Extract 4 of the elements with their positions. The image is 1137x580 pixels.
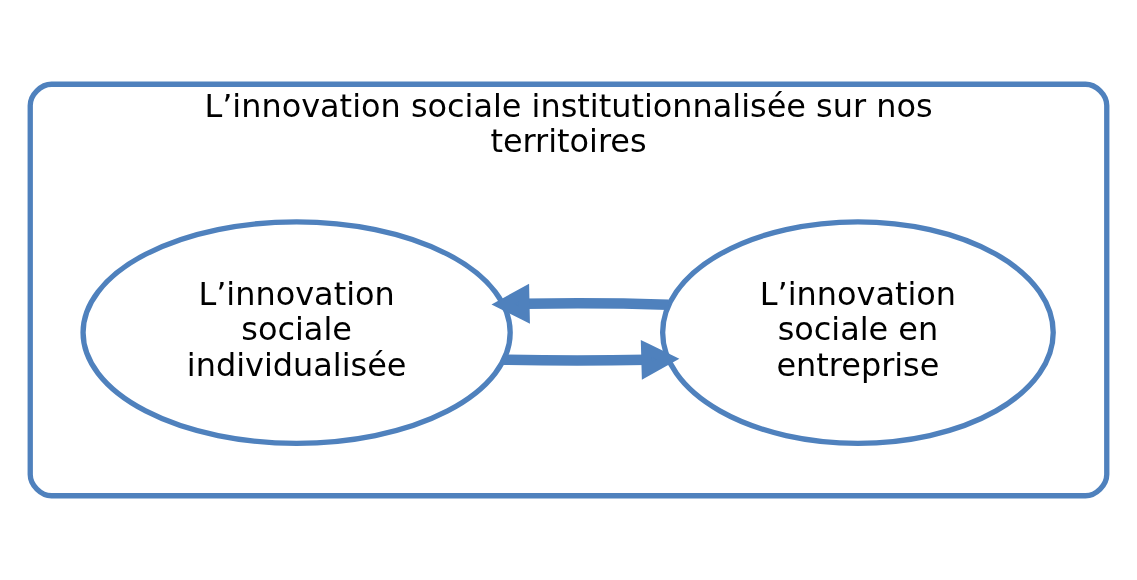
arrow xyxy=(491,283,669,324)
node-ellipse: L’innovation sociale individualisée xyxy=(80,219,513,446)
arrow xyxy=(503,339,680,380)
node-ellipse: L’innovation sociale en entreprise xyxy=(660,219,1056,446)
